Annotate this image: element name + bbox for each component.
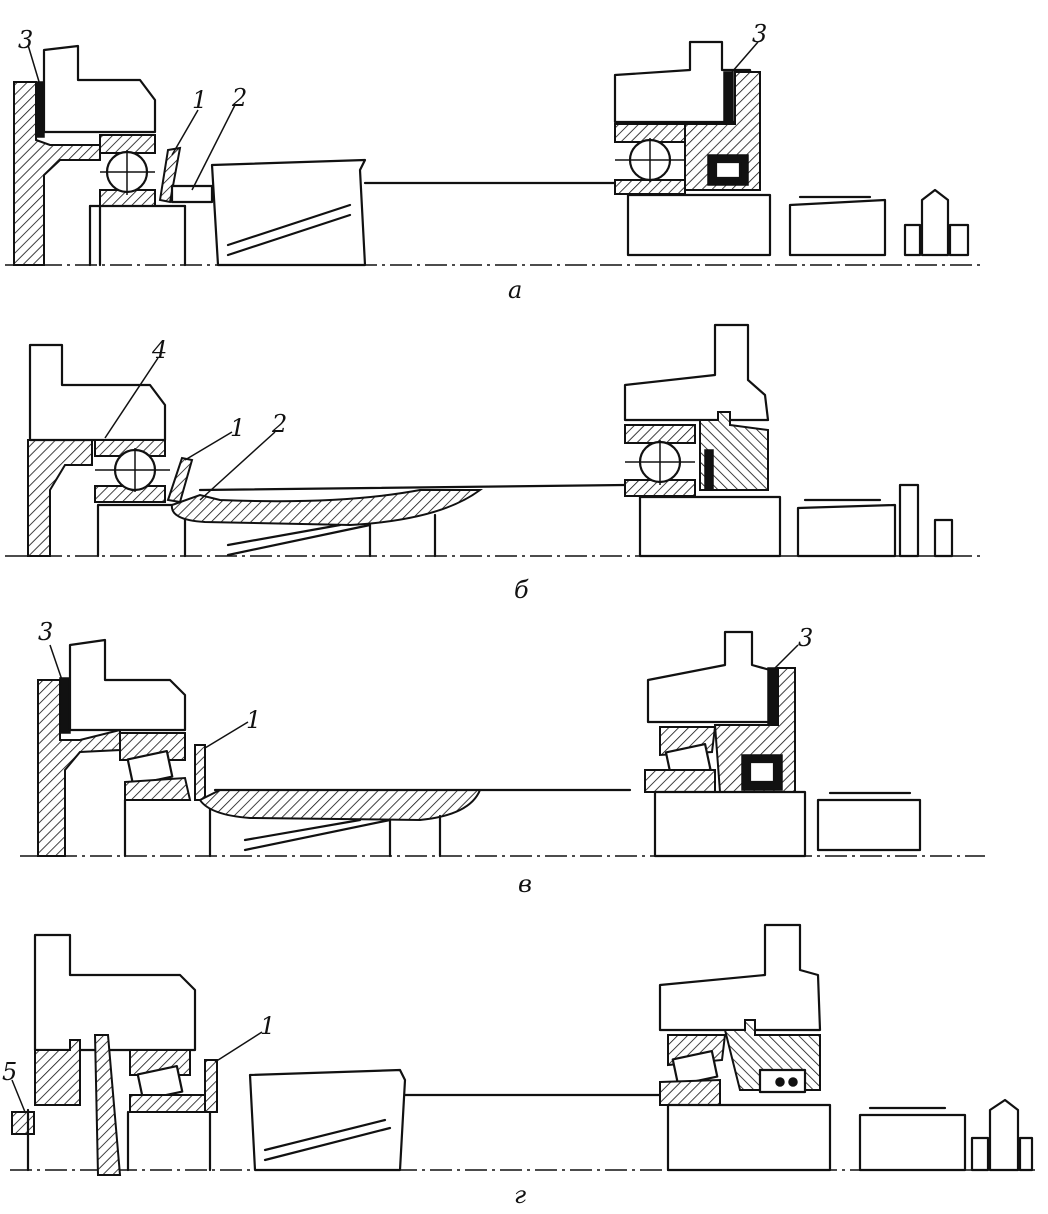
- panel-v: [20, 630, 985, 858]
- part-labels: 3 1 2 3 4 1 2 3 1 3 5 1: [2, 20, 813, 1086]
- label-g-1: 1: [260, 1012, 275, 1040]
- panel-g: [10, 923, 1035, 1176]
- caption-g: г: [514, 1181, 526, 1209]
- label-b-4: 4: [151, 336, 167, 364]
- label-v-1: 1: [246, 706, 261, 734]
- label-a-3-right: 3: [752, 20, 767, 48]
- caption-a: а: [508, 276, 522, 304]
- leader-lines: [11, 41, 799, 1113]
- label-a-2: 2: [231, 84, 247, 112]
- panel-captions: а б в г: [508, 276, 532, 1209]
- label-g-5: 5: [2, 1058, 17, 1086]
- label-b-2: 2: [271, 410, 287, 438]
- panel-b: [5, 323, 985, 558]
- caption-v: в: [518, 870, 532, 898]
- label-a-3-left: 3: [18, 26, 33, 54]
- label-v-3-right: 3: [798, 624, 813, 652]
- caption-b: б: [514, 576, 529, 604]
- label-v-3-left: 3: [38, 618, 53, 646]
- label-a-1: 1: [192, 86, 207, 114]
- panel-a: [5, 40, 985, 267]
- label-b-1: 1: [230, 414, 245, 442]
